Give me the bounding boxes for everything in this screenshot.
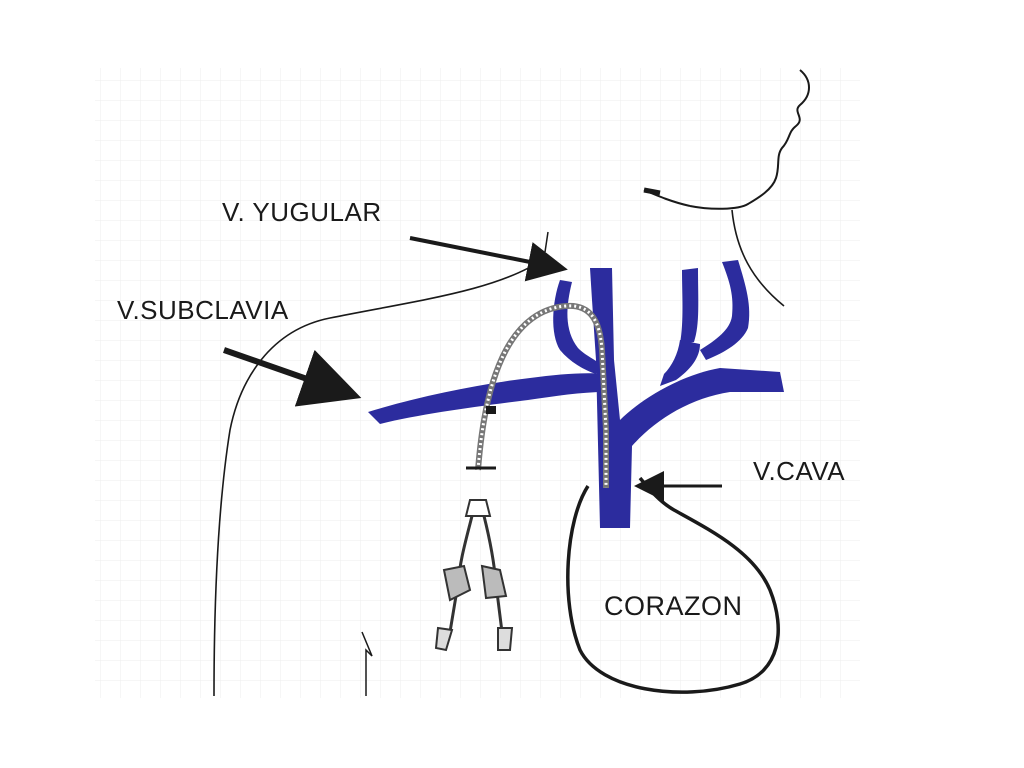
label-vena-cava: V.CAVA: [753, 456, 846, 486]
label-vena-yugular: V. YUGULAR: [222, 197, 382, 227]
label-corazon: CORAZON: [604, 591, 743, 621]
lumen-clamp-right: [480, 564, 508, 600]
neck-line: [731, 209, 785, 307]
face-profile: [689, 69, 810, 210]
right-jugular-branch-1: [680, 268, 699, 344]
lumen-clamp-left: [442, 564, 472, 602]
lumen-cap-left: [434, 626, 454, 652]
catheter-clamp: [486, 406, 496, 414]
catheter-hub: [464, 499, 492, 517]
catheter: [434, 302, 609, 652]
chin-mark: [643, 187, 661, 196]
right-jugular-branch-2: [700, 260, 750, 360]
heart-outline: [566, 476, 780, 694]
arrow-subclavia: [223, 347, 362, 407]
catheter-tube-core: [476, 304, 608, 488]
bottom-mark: [361, 631, 373, 696]
label-vena-subclavia: V.SUBCLAVIA: [117, 295, 289, 325]
arrow-yugular: [409, 236, 568, 282]
lumen-cap-right: [497, 627, 514, 651]
right-brachiocephalic: [660, 340, 700, 386]
vena-cava-trunk: [590, 268, 784, 528]
